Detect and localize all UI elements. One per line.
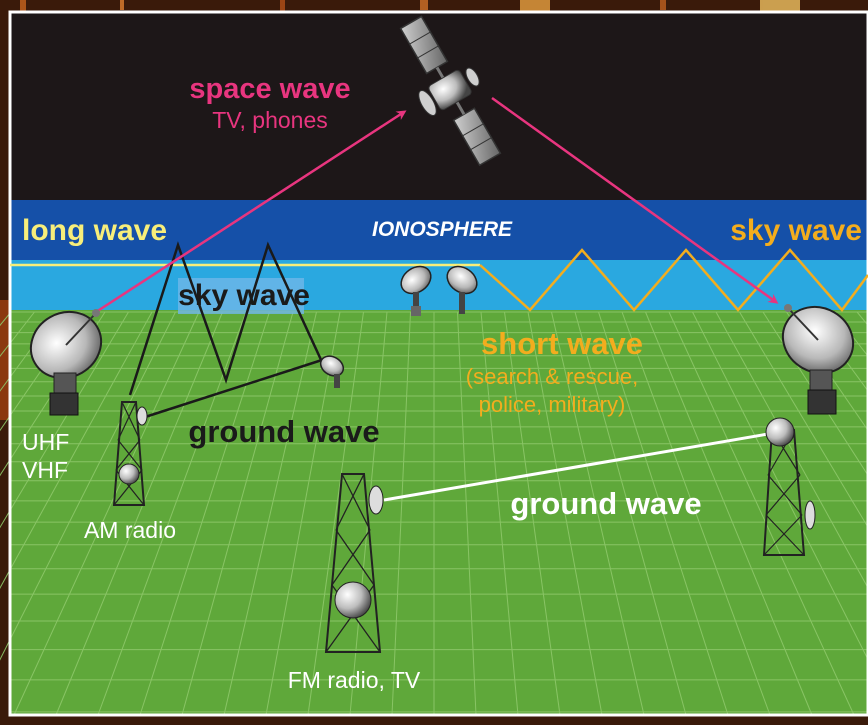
vhf-label: VHF bbox=[22, 457, 68, 483]
grid-line bbox=[527, 311, 603, 716]
grid-line bbox=[0, 311, 129, 529]
space-wave-label: space wave bbox=[189, 73, 350, 105]
grid-line bbox=[551, 311, 645, 716]
ionosphere-label: IONOSPHERE bbox=[372, 218, 513, 241]
small-receiver-dish-icon bbox=[319, 355, 345, 388]
grid-line bbox=[786, 311, 868, 432]
grid-line bbox=[598, 311, 729, 716]
grid-line bbox=[391, 311, 411, 716]
grid-line bbox=[139, 311, 270, 716]
ground-region bbox=[10, 310, 868, 715]
short-wave-uses-line2: police, military) bbox=[479, 392, 626, 417]
ground-wave-dark-line bbox=[141, 358, 323, 420]
grid-line bbox=[307, 311, 364, 716]
sky-wave-right-label: sky wave bbox=[730, 214, 862, 247]
grid-line bbox=[809, 311, 868, 392]
ionosphere-dark-band bbox=[10, 200, 868, 260]
grid-line bbox=[621, 311, 771, 716]
grid-line bbox=[574, 311, 687, 716]
grid-line bbox=[0, 311, 82, 432]
am-radio-label: AM radio bbox=[84, 517, 176, 543]
left-satellite-dish-icon bbox=[29, 309, 103, 416]
grid-line bbox=[265, 311, 341, 716]
grid-line bbox=[55, 311, 223, 716]
grid-line bbox=[739, 311, 868, 529]
ionosphere-dish-icon bbox=[446, 265, 478, 314]
satellite-icon bbox=[399, 15, 502, 167]
grid-line bbox=[692, 311, 868, 661]
grid-line bbox=[457, 311, 477, 716]
fm-tv-tower-icon bbox=[324, 473, 384, 653]
right-satellite-dish-icon bbox=[781, 304, 855, 415]
fm-radio-tv-label: FM radio, TV bbox=[288, 667, 421, 693]
space-wave-uplink-arrow bbox=[95, 110, 407, 314]
space-wave-uses-label: TV, phones bbox=[212, 107, 328, 133]
grid-line bbox=[97, 311, 247, 716]
grid-line bbox=[223, 311, 317, 716]
short-wave-uses-line1: (search & rescue, bbox=[466, 364, 638, 389]
uhf-label: UHF bbox=[22, 429, 69, 455]
sky-wave-highlight bbox=[178, 278, 304, 314]
grid-line bbox=[181, 311, 294, 716]
space-wave-downlink-arrow bbox=[491, 96, 779, 304]
short-wave-label: short wave bbox=[481, 326, 643, 361]
right-tower-icon bbox=[762, 417, 816, 556]
grid-line bbox=[13, 311, 200, 716]
ground-wave-right-label: ground wave bbox=[510, 486, 701, 521]
ground-grid bbox=[0, 311, 868, 716]
grid-line bbox=[762, 311, 868, 477]
ground-wave-left-label: ground wave bbox=[188, 414, 379, 449]
grid-line bbox=[504, 311, 561, 716]
grid-line bbox=[480, 311, 519, 716]
sky-wave-left-label: sky wave bbox=[178, 279, 310, 312]
ionosphere-dish-icon bbox=[400, 265, 432, 316]
long-wave-label: long wave bbox=[22, 214, 167, 247]
short-wave-zigzag bbox=[479, 248, 868, 312]
grid-line bbox=[645, 311, 813, 716]
grid-line bbox=[0, 311, 176, 661]
diagram-border bbox=[8, 10, 868, 717]
am-radio-tower-icon bbox=[112, 401, 148, 506]
grid-line bbox=[715, 311, 868, 589]
grid-line bbox=[0, 311, 153, 589]
ground-wave-white-line bbox=[383, 432, 769, 502]
frame-texture bbox=[0, 0, 800, 420]
grid-line bbox=[668, 311, 855, 716]
sky-wave-zigzag bbox=[128, 241, 324, 396]
ionosphere-light-band bbox=[10, 260, 868, 312]
